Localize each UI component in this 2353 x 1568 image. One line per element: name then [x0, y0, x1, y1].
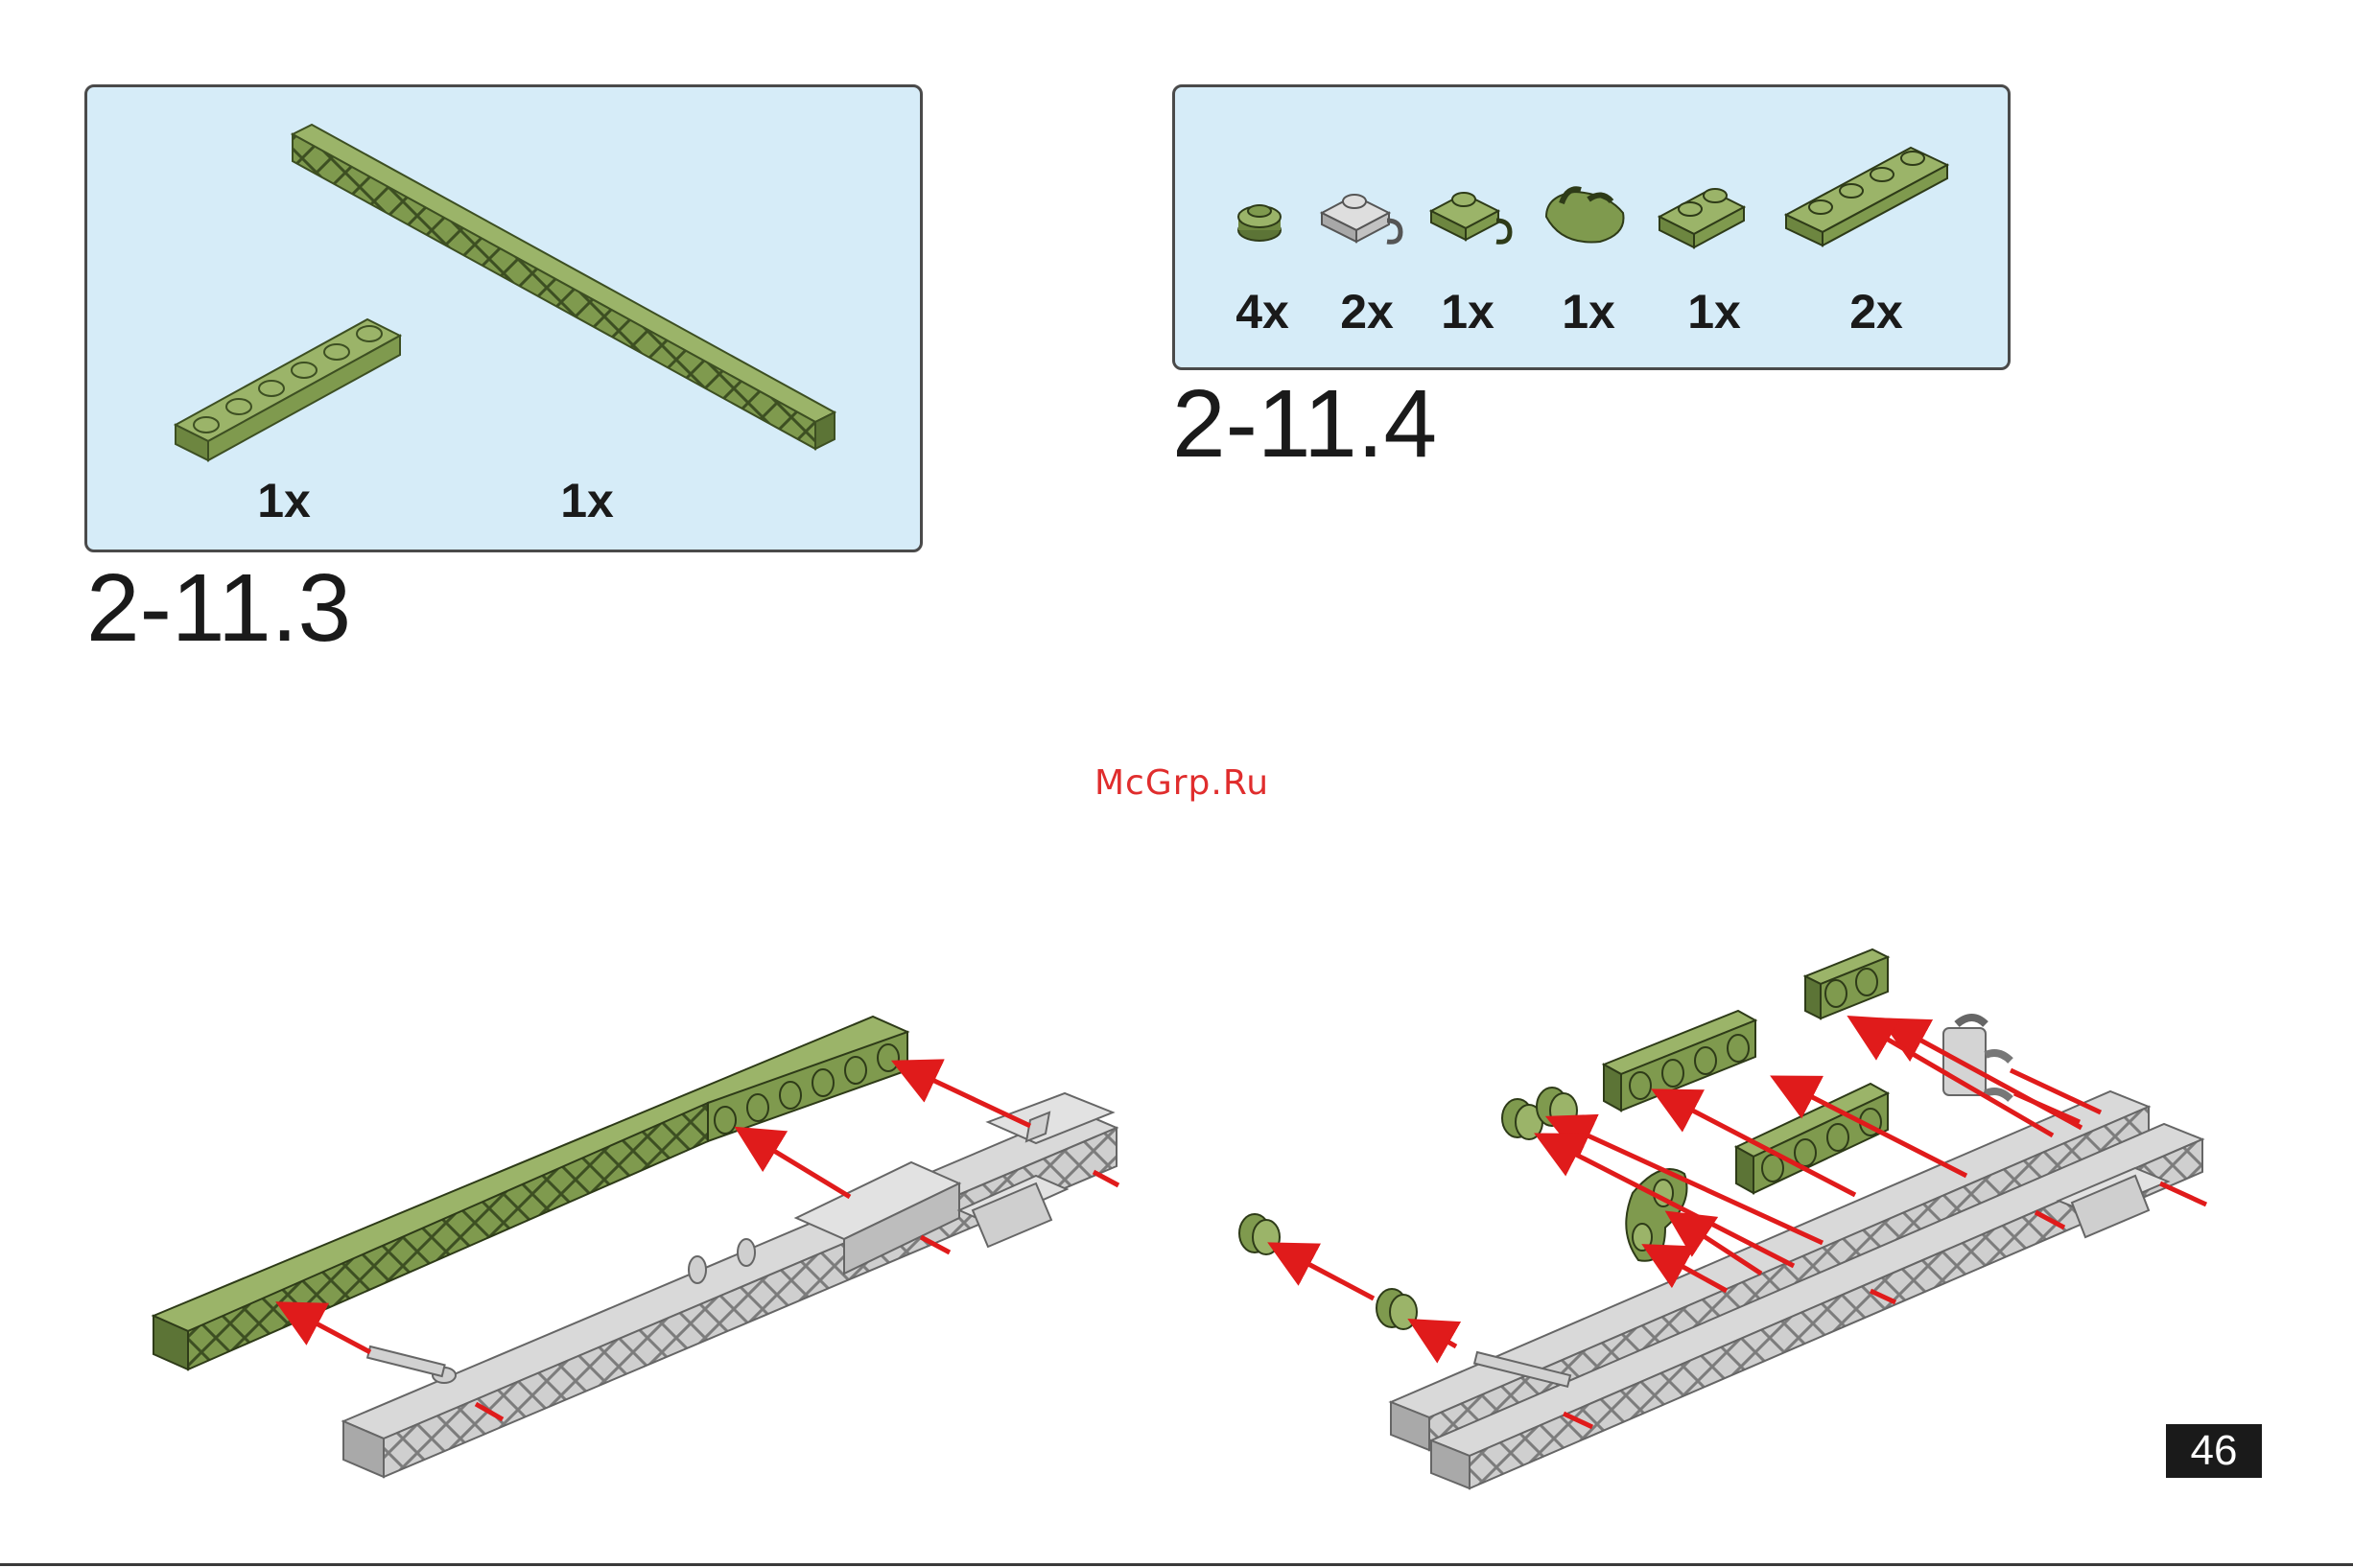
- part-plate-1x6: [176, 319, 400, 460]
- watermark: McGrp.Ru: [1094, 763, 1269, 803]
- part-lattice-plate-1x16: [293, 125, 835, 449]
- part-round-plate-1x1: [1238, 205, 1281, 241]
- assembly-left-olive-lattice: [153, 1017, 907, 1369]
- assembly-left-grey-base: [343, 1093, 1117, 1477]
- part-grey-clip-plate: [1322, 195, 1400, 242]
- part-plate-1x2: [1659, 189, 1744, 247]
- bottom-rule: [0, 1563, 2353, 1566]
- part-plate-1x4: [1786, 148, 1947, 246]
- page-number: 46: [2166, 1424, 2262, 1478]
- part-double-clip-plate: [1546, 189, 1624, 242]
- part-olive-clip-plate: [1431, 193, 1510, 242]
